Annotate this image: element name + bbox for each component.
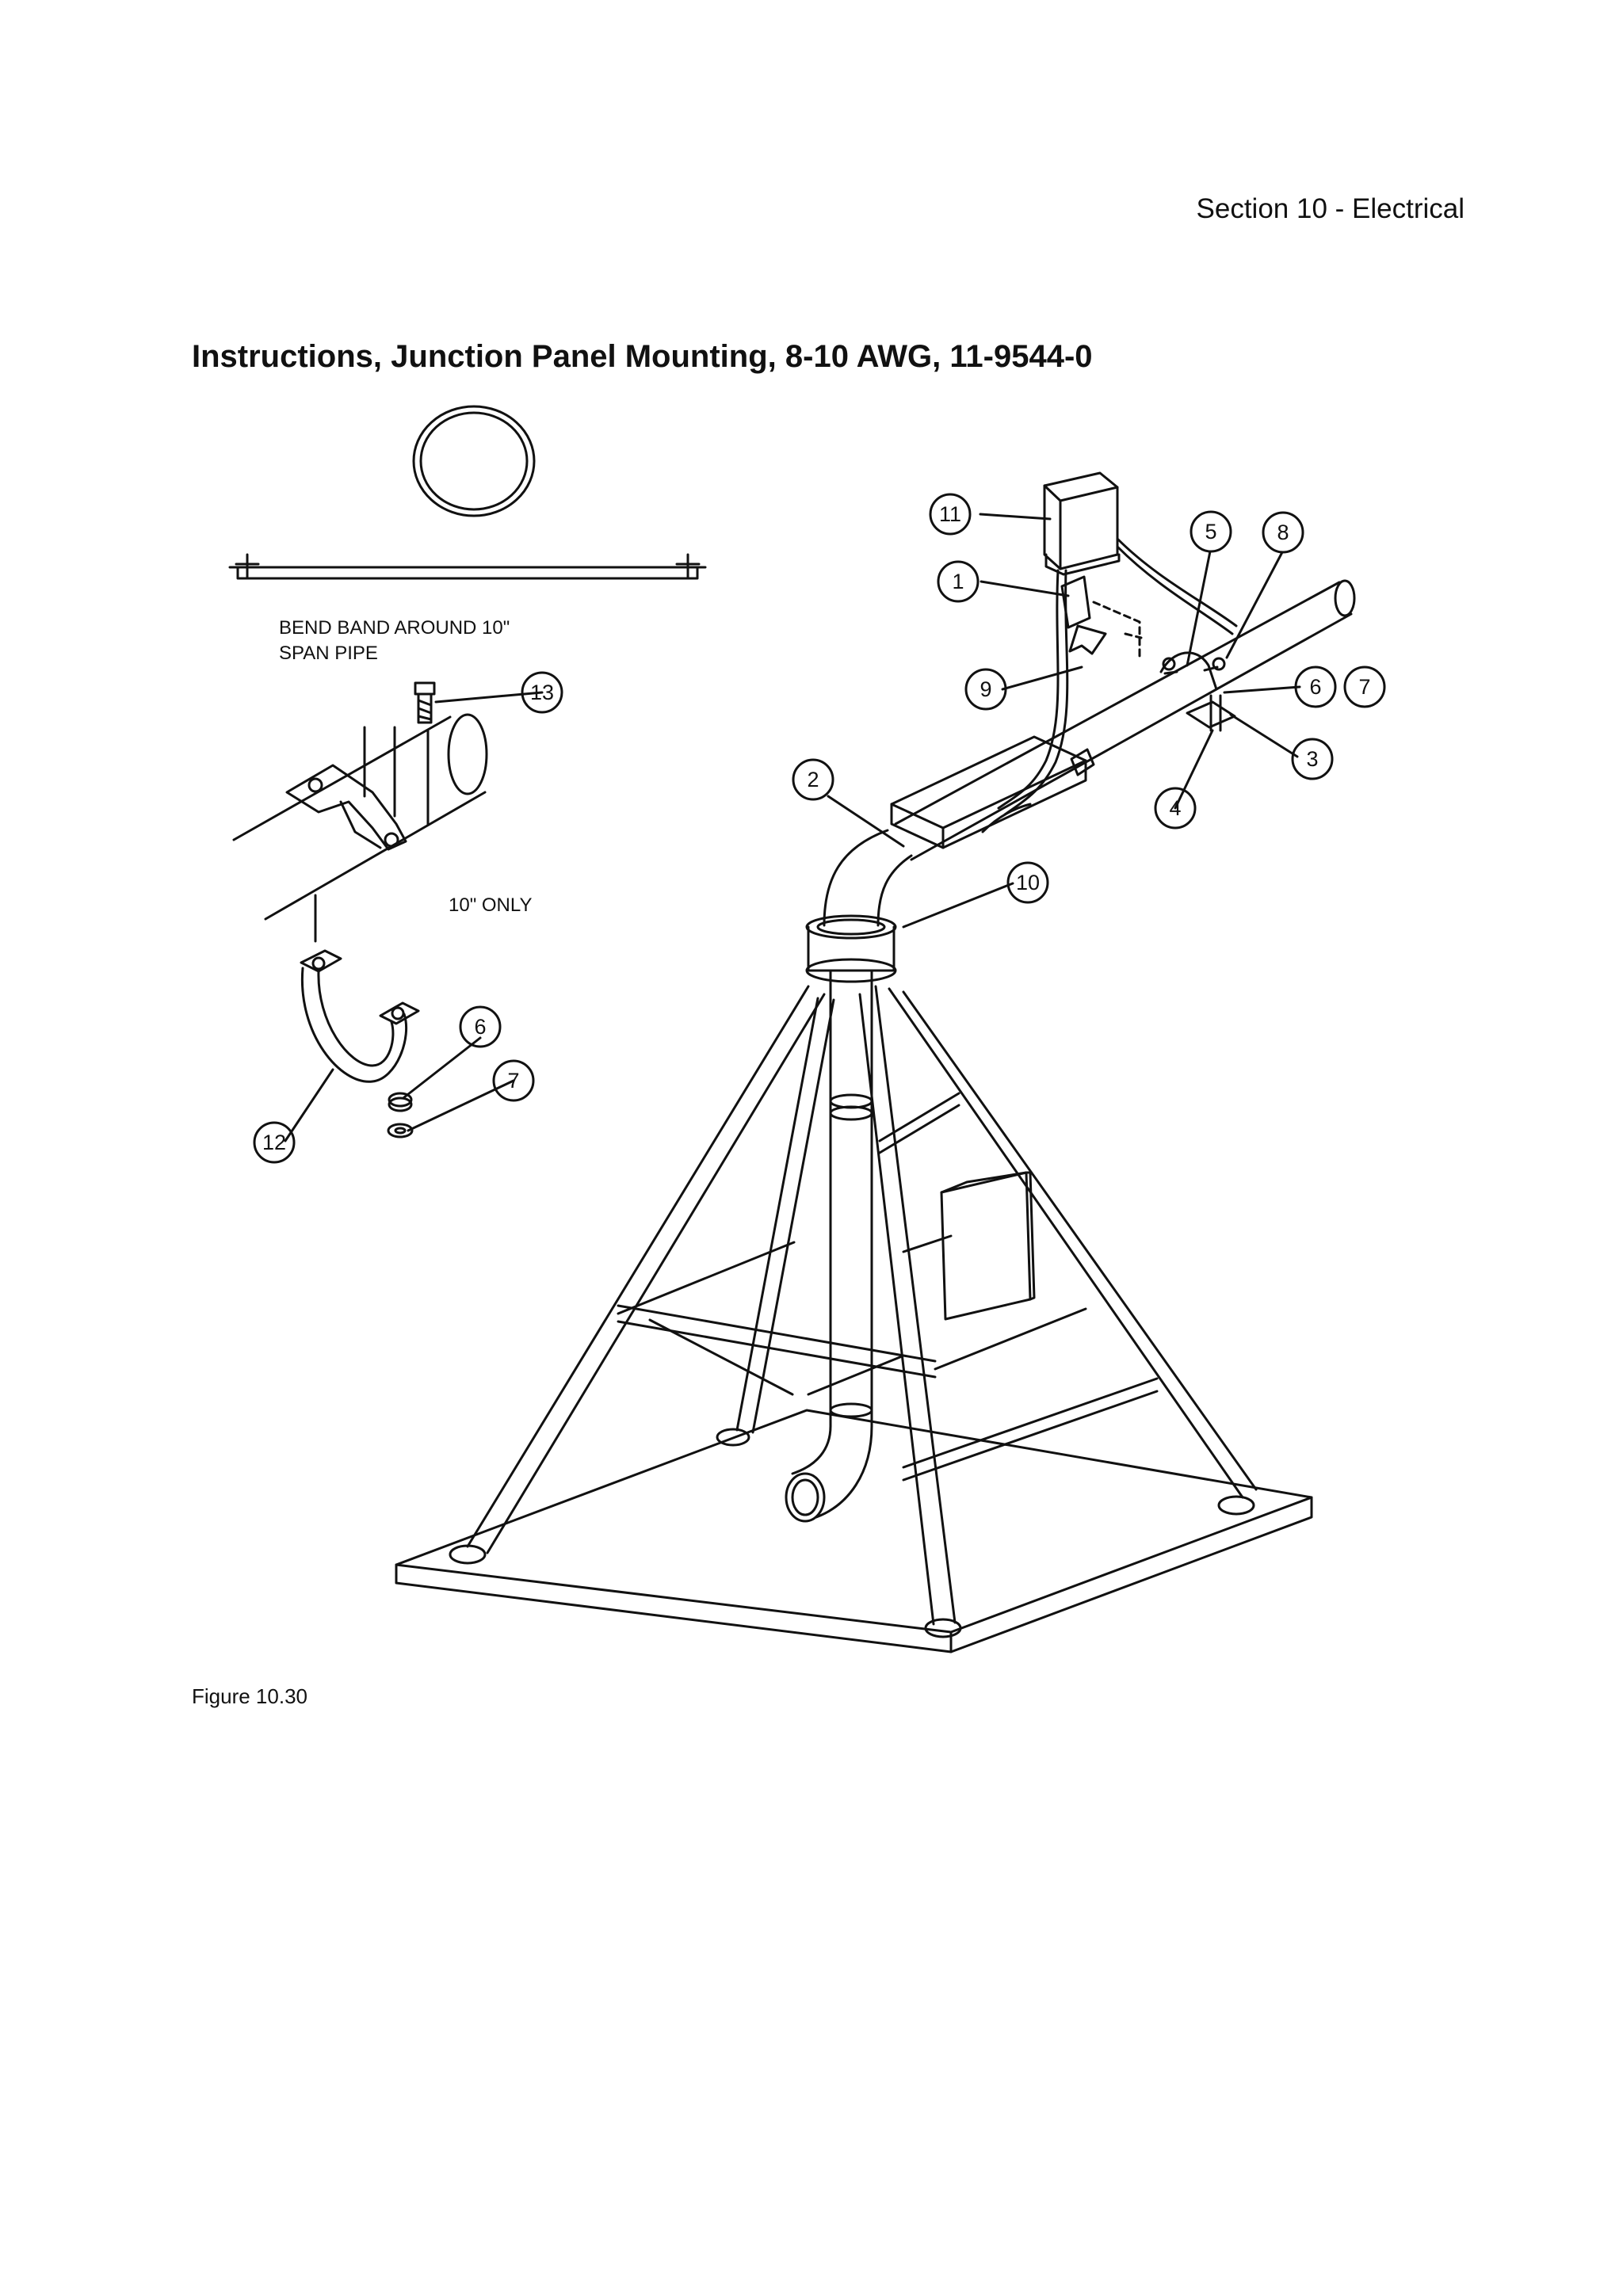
flat-band-detail (228, 553, 707, 580)
callout-10: 10 (1016, 871, 1040, 894)
ten-only-note: 10" ONLY (449, 894, 532, 916)
nut-washer-detail (387, 1092, 414, 1138)
bottom-elbow (785, 1425, 873, 1523)
callout-1: 1 (952, 570, 964, 593)
top-collar (805, 914, 897, 983)
callout-7-main: 7 (1358, 675, 1370, 699)
conduit-wire (997, 537, 1238, 816)
bolt-detail (363, 681, 436, 826)
pipe-clamp (1159, 651, 1236, 732)
panel-mount-bracket (1060, 575, 1143, 659)
callout-3: 3 (1306, 747, 1318, 771)
section-header: Section 10 - Electrical (1196, 193, 1465, 224)
top-bracket-detail (285, 764, 407, 851)
tower-legs (466, 985, 1258, 1626)
bottom-band-detail (300, 903, 420, 1083)
callout-9: 9 (980, 677, 991, 701)
page-title: Instructions, Junction Panel Mounting, 8… (192, 339, 1093, 374)
bend-band-note-line1: BEND BAND AROUND 10" (279, 617, 510, 639)
callout-6-detail: 6 (474, 1015, 486, 1039)
callout-circles (253, 493, 1386, 1164)
pipe-detail (232, 713, 488, 921)
flange-box (890, 735, 1087, 849)
callout-11: 11 (939, 502, 961, 526)
callout-5: 5 (1205, 520, 1216, 543)
callout-6-main: 6 (1309, 675, 1321, 699)
span-pipe (894, 579, 1356, 861)
callout-7-detail: 7 (507, 1069, 519, 1093)
top-elbow (823, 829, 913, 927)
callout-4: 4 (1169, 796, 1181, 820)
control-box (940, 1171, 1036, 1321)
junction-box (1043, 471, 1121, 576)
base-plate (395, 1409, 1313, 1653)
figure-caption: Figure 10.30 (192, 1684, 307, 1708)
callout-8: 8 (1277, 521, 1289, 544)
band-ring-detail (412, 405, 536, 517)
callout-2: 2 (807, 768, 819, 791)
tower-braces (617, 1092, 1159, 1482)
center-pipe (829, 969, 873, 1428)
bend-band-note-line2: SPAN PIPE (279, 643, 378, 664)
callout-12: 12 (262, 1131, 286, 1154)
callout-13: 13 (530, 681, 554, 704)
